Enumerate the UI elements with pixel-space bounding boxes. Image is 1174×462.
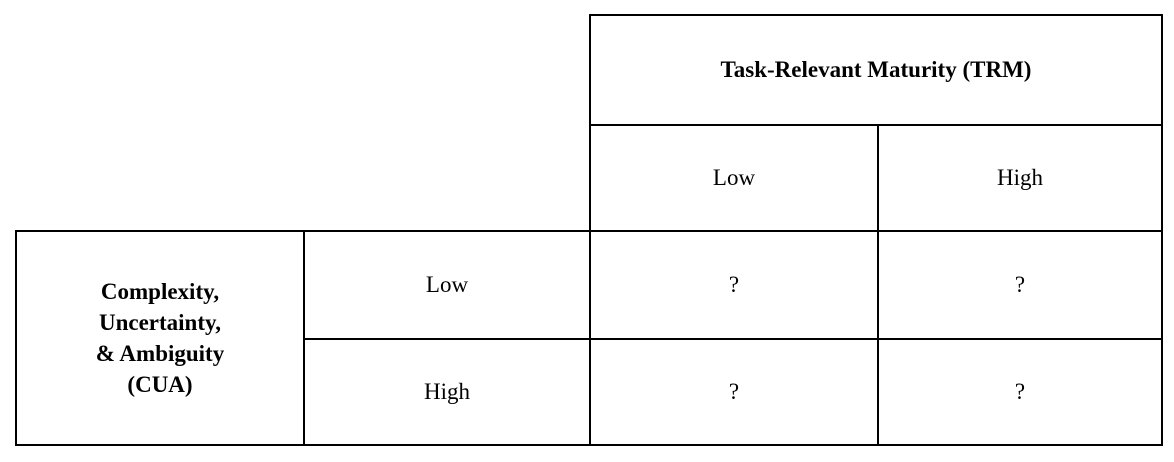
column-level-high: High — [877, 124, 1163, 232]
row-dimension-title-line-3: & Ambiguity — [95, 341, 225, 366]
trm-cua-matrix-table: Task-Relevant Maturity (TRM) Low High Co… — [15, 14, 1163, 446]
column-level-low: Low — [589, 124, 879, 232]
matrix-cell-cua-high-trm-high: ? — [877, 338, 1163, 446]
row-dimension-title-line-1: Complexity, — [100, 279, 220, 304]
matrix-cell-cua-high-trm-low: ? — [589, 338, 879, 446]
row-dimension-title-line-4: (CUA) — [127, 372, 193, 397]
empty-top-left-region — [16, 15, 590, 125]
row-level-high: High — [303, 338, 591, 446]
row-dimension-title-line-2: Uncertainty, — [98, 310, 221, 335]
column-dimension-title: Task-Relevant Maturity (TRM) — [589, 14, 1163, 126]
row-dimension-title: Complexity, Uncertainty, & Ambiguity (CU… — [15, 230, 305, 446]
row-level-low: Low — [303, 230, 591, 340]
matrix-cell-cua-low-trm-low: ? — [589, 230, 879, 340]
matrix-cell-cua-low-trm-high: ? — [877, 230, 1163, 340]
empty-top-left-region-row2 — [16, 125, 590, 231]
